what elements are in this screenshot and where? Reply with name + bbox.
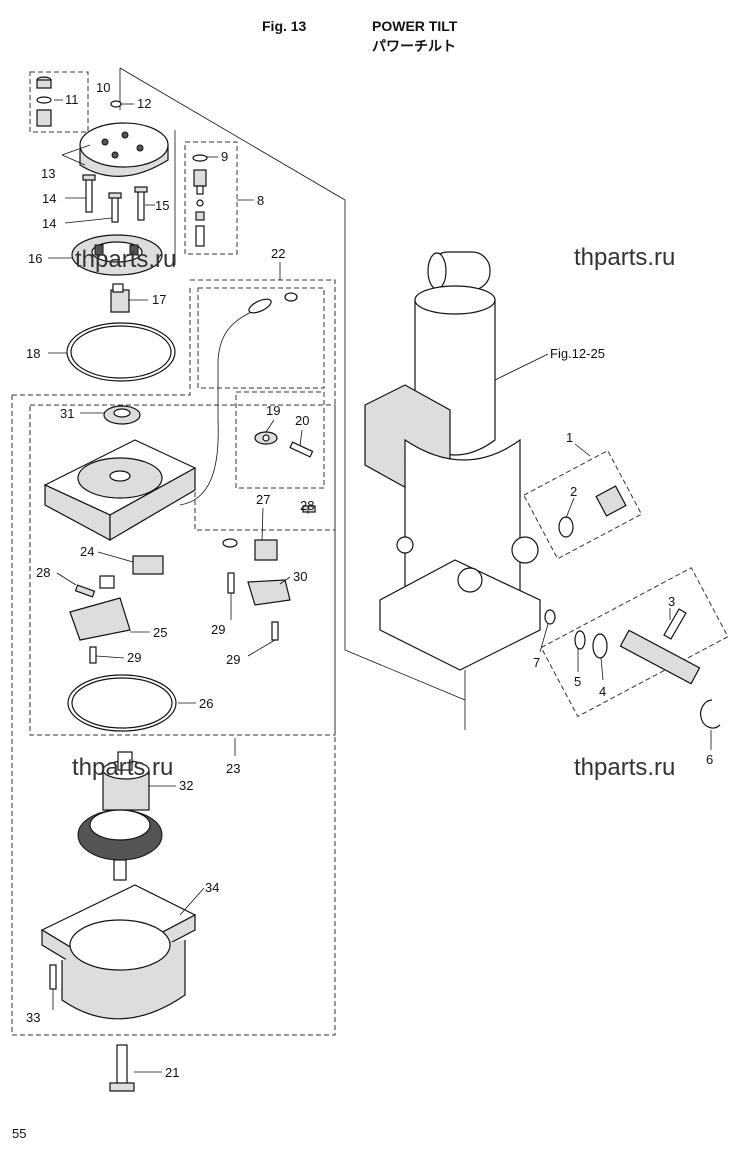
callout-5: 5 xyxy=(574,674,581,689)
callout-28: 28 xyxy=(36,565,50,580)
callout-17: 17 xyxy=(152,292,166,307)
watermark-text: thparts.ru xyxy=(574,754,675,781)
part-14-screw-2 xyxy=(108,192,122,223)
callout-14-b: 14 xyxy=(42,216,56,231)
watermark-text: thparts.ru xyxy=(72,754,173,781)
figure-number: Fig. 13 xyxy=(262,18,307,34)
part-15-screw xyxy=(134,186,148,221)
part-3-valve-spool xyxy=(619,608,701,685)
callout-4: 4 xyxy=(599,684,606,699)
group-box-1 xyxy=(523,449,643,560)
group-box-23 xyxy=(12,286,191,396)
callout-28-b: 28 xyxy=(300,498,314,513)
part-19-clamp xyxy=(254,431,278,445)
part-32-armature xyxy=(77,751,163,881)
part-20-bolt xyxy=(289,441,314,458)
callout-16: 16 xyxy=(28,251,42,266)
part-17-connector xyxy=(110,283,130,313)
tilt-cylinder-assembly xyxy=(364,251,541,671)
callout-15: 15 xyxy=(155,198,169,213)
part-13-end-cap xyxy=(79,122,169,177)
callout-18: 18 xyxy=(26,346,40,361)
callout-6: 6 xyxy=(706,752,713,767)
callout-12: 12 xyxy=(137,96,151,111)
callout-29-c: 29 xyxy=(226,652,240,667)
callout-20: 20 xyxy=(295,413,309,428)
part-25-brush-holder xyxy=(69,597,131,641)
group-box-8 xyxy=(184,141,238,255)
callout-24: 24 xyxy=(80,544,94,559)
callout-33: 33 xyxy=(26,1010,40,1025)
part-34-motor-yoke xyxy=(40,884,197,1020)
part-8-valve-set xyxy=(192,154,208,247)
part-motor-end-frame xyxy=(43,439,197,542)
assembly-outline-lines xyxy=(119,67,466,730)
callout-29-b: 29 xyxy=(211,622,225,637)
callout-21: 21 xyxy=(165,1065,179,1080)
watermark-text: thparts.ru xyxy=(574,244,675,271)
callout-26: 26 xyxy=(199,696,213,711)
callout-14: 14 xyxy=(42,191,56,206)
callout-19: 19 xyxy=(266,403,280,418)
callouts: 1 2 3 4 5 6 7 8 9 10 11 12 13 14 14 15 1… xyxy=(26,80,713,1080)
group-box-3 xyxy=(540,567,729,718)
callout-27: 27 xyxy=(256,492,270,507)
part-11-seal-stack xyxy=(36,76,52,127)
part-28-spring-2 xyxy=(302,505,316,513)
part-29-screw-a xyxy=(227,572,235,594)
callout-34: 34 xyxy=(205,880,219,895)
callout-32: 32 xyxy=(179,778,193,793)
callout-3: 3 xyxy=(668,594,675,609)
part-22-wire-harness xyxy=(179,292,298,506)
callout-25: 25 xyxy=(153,625,167,640)
part-2-plug xyxy=(558,485,627,538)
group-box-motor xyxy=(29,404,336,736)
figure-title-japanese: パワーチルト xyxy=(372,38,456,54)
group-box-10 xyxy=(29,71,89,133)
part-18-o-ring-inner xyxy=(70,325,172,379)
callout-7: 7 xyxy=(533,655,540,670)
group-box-19-20 xyxy=(235,391,325,489)
group-box-23-outer xyxy=(11,395,336,1036)
callout-22: 22 xyxy=(271,246,285,261)
callout-2: 2 xyxy=(570,484,577,499)
callout-13: 13 xyxy=(41,166,55,181)
part-7-washer xyxy=(544,609,556,625)
part-6-circlip xyxy=(700,699,721,729)
part-27-brush xyxy=(222,538,278,561)
figure-title: POWER TILT xyxy=(372,18,458,34)
part-28-spring xyxy=(74,584,96,598)
part-21-bolt xyxy=(109,1044,135,1092)
part-14-screw xyxy=(82,174,96,213)
page-number: 55 xyxy=(12,1126,27,1141)
part-5-o-ring xyxy=(574,630,586,650)
part-29-screw-c xyxy=(89,646,97,664)
callout-29: 29 xyxy=(127,650,141,665)
part-12-o-ring xyxy=(110,100,122,108)
callout-1: 1 xyxy=(566,430,573,445)
callout-9: 9 xyxy=(221,149,228,164)
watermark-text: thparts.ru xyxy=(75,246,176,273)
callout-8: 8 xyxy=(257,193,264,208)
part-16-brush-plate xyxy=(71,234,163,276)
callout-10: 10 xyxy=(96,80,110,95)
part-33-screw xyxy=(49,964,57,990)
part-24-brush xyxy=(99,555,164,589)
group-box-wiring xyxy=(197,287,325,389)
callout-31: 31 xyxy=(60,406,74,421)
callout-23: 23 xyxy=(226,761,240,776)
part-30-brush-plate xyxy=(247,579,291,606)
part-26-o-ring-inner xyxy=(71,677,173,729)
part-29-screw-b xyxy=(271,621,279,641)
part-4-o-ring xyxy=(592,633,608,659)
leader-lines xyxy=(48,99,712,1073)
callout-30: 30 xyxy=(293,569,307,584)
reference-label: Fig.12-25 xyxy=(550,346,605,361)
part-31-bearing xyxy=(103,405,141,425)
callout-11: 11 xyxy=(65,92,79,107)
